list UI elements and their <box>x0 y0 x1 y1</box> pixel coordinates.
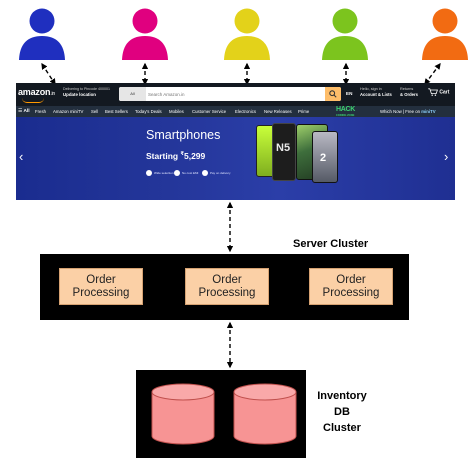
search-bar: All <box>119 87 341 101</box>
order-processing-box-3: Order Processing <box>309 268 393 305</box>
nav-all-label: All <box>23 109 30 114</box>
deliver-line-2: Update location <box>63 92 96 97</box>
minitv-brand: miniTV <box>421 109 436 114</box>
amazon-logo[interactable]: amazon.in <box>18 87 55 103</box>
offer-icon <box>146 170 152 176</box>
hero-offer-2-text: No cost EMI <box>182 170 199 175</box>
box-3-line-1: Order <box>336 274 366 286</box>
inventory-db-cluster-label: Inventory DB Cluster <box>312 388 372 436</box>
hack-logo-subtitle: CODING ZONE <box>336 114 355 117</box>
nav-item-fresh[interactable]: Fresh <box>35 109 46 114</box>
box-2-line-2: Processing <box>198 287 256 299</box>
nav-item-new-releases[interactable]: New Releases <box>264 109 292 114</box>
account-menu[interactable]: Hello, sign in Account & Lists <box>360 87 392 98</box>
nav-item-prime[interactable]: Prime <box>298 109 310 114</box>
db-label-line-2: DB <box>334 406 350 418</box>
returns-line-2: & Orders <box>400 92 418 97</box>
offer-icon <box>174 170 180 176</box>
hero-price-currency: ₹ <box>180 151 184 158</box>
nav-item-best-sellers[interactable]: Best Sellers <box>105 109 128 114</box>
amazon-logo-text: amazon <box>18 87 51 97</box>
connector-user-5 <box>424 62 441 86</box>
amazon-top-bar: amazon.in Delivering to Pincode 400001 U… <box>16 83 455 106</box>
hero-offer-2: No cost EMI <box>174 170 198 176</box>
db-label-line-1: Inventory <box>317 390 367 402</box>
nav-item-todays-deals[interactable]: Today's Deals <box>135 109 162 114</box>
box-2-line-1: Order <box>212 274 242 286</box>
cart-button[interactable]: Cart <box>428 88 449 96</box>
db-label-line-3: Cluster <box>323 422 361 434</box>
hack-coding-zone-logo: HACK CODING ZONE <box>336 106 355 117</box>
user-icon-yellow <box>218 3 276 61</box>
box-1-line-2: Processing <box>72 287 130 299</box>
inventory-db-cluster <box>136 370 306 458</box>
order-processing-box-1: Order Processing <box>59 268 143 305</box>
carousel-prev-icon[interactable]: ‹ <box>19 149 24 164</box>
account-line-2: Account & Lists <box>360 92 392 97</box>
nav-item-mobiles[interactable]: Mobiles <box>169 109 184 114</box>
nav-item-customer-service[interactable]: Customer Service <box>192 109 227 114</box>
user-icon-blue <box>13 3 71 61</box>
hack-logo-text: HACK <box>336 106 356 113</box>
nav-all-menu[interactable]: ☰ All <box>18 109 30 114</box>
cart-icon <box>428 88 438 96</box>
hero-price-value: 5,299 <box>183 151 206 161</box>
hero-offer-1-text: Wide selection <box>154 170 174 175</box>
carousel-next-icon[interactable]: › <box>444 149 449 164</box>
search-category-select[interactable]: All <box>119 87 146 101</box>
delivery-location[interactable]: Delivering to Pincode 400001 Update loca… <box>63 87 110 98</box>
hero-offer-3-text: Pay on delivery <box>210 170 231 175</box>
smartphones-hero-banner[interactable]: ‹ › Smartphones Starting ₹5,299 Wide sel… <box>16 117 455 200</box>
server-cluster-title: Server Cluster <box>293 238 369 250</box>
database-cylinders <box>151 383 297 445</box>
amazon-smile-icon <box>22 98 44 103</box>
box-3-line-2: Processing <box>322 287 380 299</box>
server-cluster: Order Processing Order Processing Order … <box>40 254 409 320</box>
cart-label: Cart <box>439 89 450 96</box>
account-line-1: Hello, sign in <box>360 87 382 91</box>
amazon-homepage-screenshot: amazon.in Delivering to Pincode 400001 U… <box>16 83 455 200</box>
nav-item-minitv[interactable]: Amazon miniTV <box>53 109 84 114</box>
order-processing-box-2: Order Processing <box>185 268 269 305</box>
deliver-line-1: Delivering to Pincode 400001 <box>63 87 110 91</box>
phone-model-label: N5 <box>276 142 291 154</box>
box-1-line-1: Order <box>86 274 116 286</box>
database-icon-2 <box>233 383 297 445</box>
offer-icon <box>202 170 208 176</box>
language-selector[interactable]: EN <box>346 91 353 96</box>
hero-title: Smartphones <box>146 128 221 142</box>
hero-offer-1: Wide selection <box>146 170 174 176</box>
nav-item-electronics[interactable]: Electronics <box>235 109 257 114</box>
hero-price: Starting ₹5,299 <box>146 151 205 161</box>
search-input[interactable] <box>148 87 308 101</box>
search-icon <box>329 90 337 98</box>
nav-item-sell[interactable]: Sell <box>91 109 99 114</box>
connector-user-1 <box>41 62 56 86</box>
phone-model-label-2: 2 <box>320 152 327 164</box>
minitv-promo-text: Which Now | Free on <box>380 109 421 114</box>
returns-orders[interactable]: Returns & Orders <box>400 87 418 98</box>
search-button[interactable] <box>325 87 341 101</box>
amazon-logo-suffix: .in <box>50 91 55 97</box>
user-icon-orange <box>416 3 474 61</box>
phone-image-4: 2 <box>312 131 338 183</box>
hero-offer-3: Pay on delivery <box>202 170 231 176</box>
user-icon-magenta <box>116 3 174 61</box>
user-icon-green <box>316 3 374 61</box>
returns-line-1: Returns <box>400 87 414 91</box>
database-icon-1 <box>151 383 215 445</box>
amazon-nav-bar: ☰ All Fresh Amazon miniTV Sell Best Sell… <box>16 106 455 117</box>
hero-price-prefix: Starting <box>146 151 179 161</box>
phone-image-2: N5 <box>272 123 296 181</box>
minitv-promo[interactable]: Which Now | Free on miniTV <box>380 106 436 117</box>
